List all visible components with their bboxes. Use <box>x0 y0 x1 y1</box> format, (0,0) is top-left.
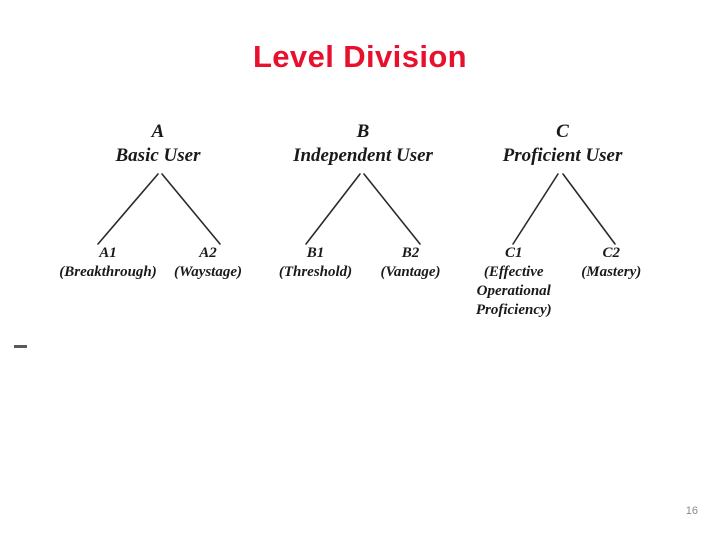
level-a1-code: A1 <box>99 245 117 261</box>
group-c-letter: C <box>556 121 569 142</box>
group-a-letter: A <box>151 121 165 142</box>
level-c1-code: C1 <box>504 245 523 261</box>
group-b-letter: B <box>356 121 370 142</box>
group-a-title: Basic User <box>115 145 201 166</box>
group-a-header: A Basic User <box>58 120 258 168</box>
level-c1-name: (Effective Operational Proficiency) <box>475 264 552 318</box>
group-c-connectors <box>512 173 616 245</box>
level-a2-code: A2 <box>199 245 217 261</box>
group-c-header: C Proficient User <box>465 120 660 168</box>
level-group-a: A Basic User A1 (Breakthrough) A2 (Wayst… <box>58 120 258 350</box>
level-c2-name: (Mastery) <box>581 264 642 280</box>
group-a-children: A1 (Breakthrough) A2 (Waystage) <box>58 244 258 282</box>
level-b2-code: B2 <box>401 245 420 261</box>
level-b1-code: B1 <box>306 245 325 261</box>
group-b-connectors <box>305 173 421 245</box>
level-group-c: C Proficient User C1 (Effective Operatio… <box>465 120 660 350</box>
level-division-diagram: A Basic User A1 (Breakthrough) A2 (Wayst… <box>40 120 660 350</box>
level-b2-name: (Vantage) <box>380 264 441 280</box>
page-title: Level Division <box>252 39 468 74</box>
level-b1-name: (Threshold) <box>278 264 353 280</box>
level-item-b1: B1 (Threshold) <box>268 244 363 282</box>
page-number: 16 <box>685 505 698 517</box>
group-b-children: B1 (Threshold) B2 (Vantage) <box>268 244 458 282</box>
level-item-b2: B2 (Vantage) <box>363 244 458 282</box>
level-a1-name: (Breakthrough) <box>59 264 157 280</box>
level-group-b: B Independent User B1 (Threshold) B2 (Va… <box>268 120 458 350</box>
level-item-a1: A1 (Breakthrough) <box>58 244 158 282</box>
group-a-connectors <box>97 173 221 245</box>
scan-artifact-mark <box>14 345 27 348</box>
level-c2-code: C2 <box>602 245 620 261</box>
level-item-c1: C1 (Effective Operational Proficiency) <box>465 244 563 320</box>
group-c-title: Proficient User <box>502 145 623 166</box>
group-b-header: B Independent User <box>268 120 458 168</box>
group-b-title: Independent User <box>293 145 433 166</box>
level-item-a2: A2 (Waystage) <box>158 244 258 282</box>
level-item-c2: C2 (Mastery) <box>563 244 661 282</box>
group-c-children: C1 (Effective Operational Proficiency) C… <box>465 244 660 320</box>
level-a2-name: (Waystage) <box>173 264 243 280</box>
